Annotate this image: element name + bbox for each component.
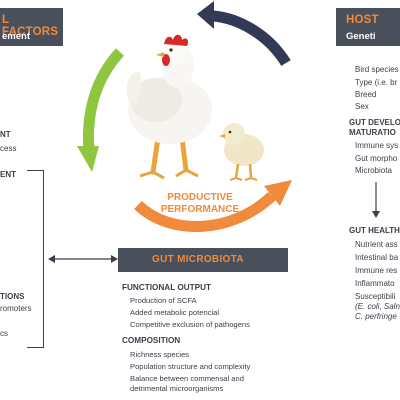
- center-label-line2: PERFORMANCE: [160, 204, 240, 215]
- right-item-italic: C. perfringe: [355, 312, 397, 321]
- left-header-title: L FACTORS: [2, 14, 59, 38]
- right-item: Inflammato: [355, 279, 395, 288]
- right-item: Type (i.e. br: [355, 78, 398, 87]
- functional-output-item: Competitive exclusion of pathogens: [130, 320, 250, 329]
- right-item: Gut morpho: [355, 154, 398, 163]
- right-item: Microbiota: [355, 166, 392, 175]
- left-fragment-cs: cs: [0, 329, 8, 338]
- composition-title: COMPOSITION: [122, 336, 181, 345]
- right-header-title: HOST: [346, 14, 379, 26]
- right-item: Nutrient ass: [355, 240, 398, 249]
- navy-arrow-head: [197, 1, 214, 29]
- chicken-illustration: [126, 34, 264, 181]
- right-item: Immune res: [355, 266, 398, 275]
- composition-item: Population structure and complexity: [130, 362, 251, 371]
- left-fragment-ent: ENT: [0, 170, 16, 179]
- productive-performance-label: PRODUCTIVE PERFORMANCE: [145, 192, 255, 216]
- gut-microbiota-title: GUT MICROBIOTA: [152, 254, 244, 265]
- left-fragment-nt: NT: [0, 130, 11, 139]
- composition-item: detrimental microorganisms: [130, 384, 224, 393]
- gut-microbiota-header: GUT MICROBIOTA: [118, 248, 288, 272]
- right-item: Immune sys: [355, 141, 399, 150]
- right-section-3-title: GUT HEALTH: [349, 226, 400, 235]
- right-down-arrow: [372, 182, 380, 218]
- right-section-2-title: GUT DEVELO: [349, 118, 400, 127]
- green-cycle-arrow: [83, 48, 125, 151]
- right-header: HOST Geneti: [336, 8, 400, 46]
- functional-output-title: FUNCTIONAL OUTPUT: [122, 283, 211, 292]
- left-fragment-romoters: romoters: [0, 304, 32, 313]
- navy-cycle-arrow: [212, 10, 291, 67]
- right-item: Sex: [355, 102, 369, 111]
- orange-arrow-head: [264, 180, 292, 206]
- right-header-subtitle: Geneti: [346, 31, 376, 42]
- right-item-italic: (E. coli, Saln: [355, 302, 400, 311]
- orange-cycle-arrow: [134, 191, 276, 233]
- left-header: L FACTORS ement: [0, 8, 63, 46]
- left-header-subtitle: ement: [2, 31, 30, 42]
- center-label-line1: PRODUCTIVE: [167, 192, 233, 203]
- left-bracket: [27, 170, 44, 348]
- right-section-2-title: MATURATIO: [349, 128, 396, 137]
- functional-output-item: Added metabolic potencial: [130, 308, 220, 317]
- green-arrow-head: [77, 146, 99, 172]
- double-arrow: [48, 255, 118, 263]
- left-fragment-cess: cess: [0, 144, 17, 153]
- right-item: Susceptibili: [355, 292, 396, 301]
- right-item: Breed: [355, 90, 377, 99]
- composition-item: Richness species: [130, 350, 190, 359]
- functional-output-item: Production of SCFA: [130, 296, 197, 305]
- right-item: Intestinal ba: [355, 253, 399, 262]
- composition-item: Balance between commensal and: [130, 374, 244, 383]
- right-item: Bird species: [355, 65, 399, 74]
- left-fragment-tions: TIONS: [0, 292, 25, 301]
